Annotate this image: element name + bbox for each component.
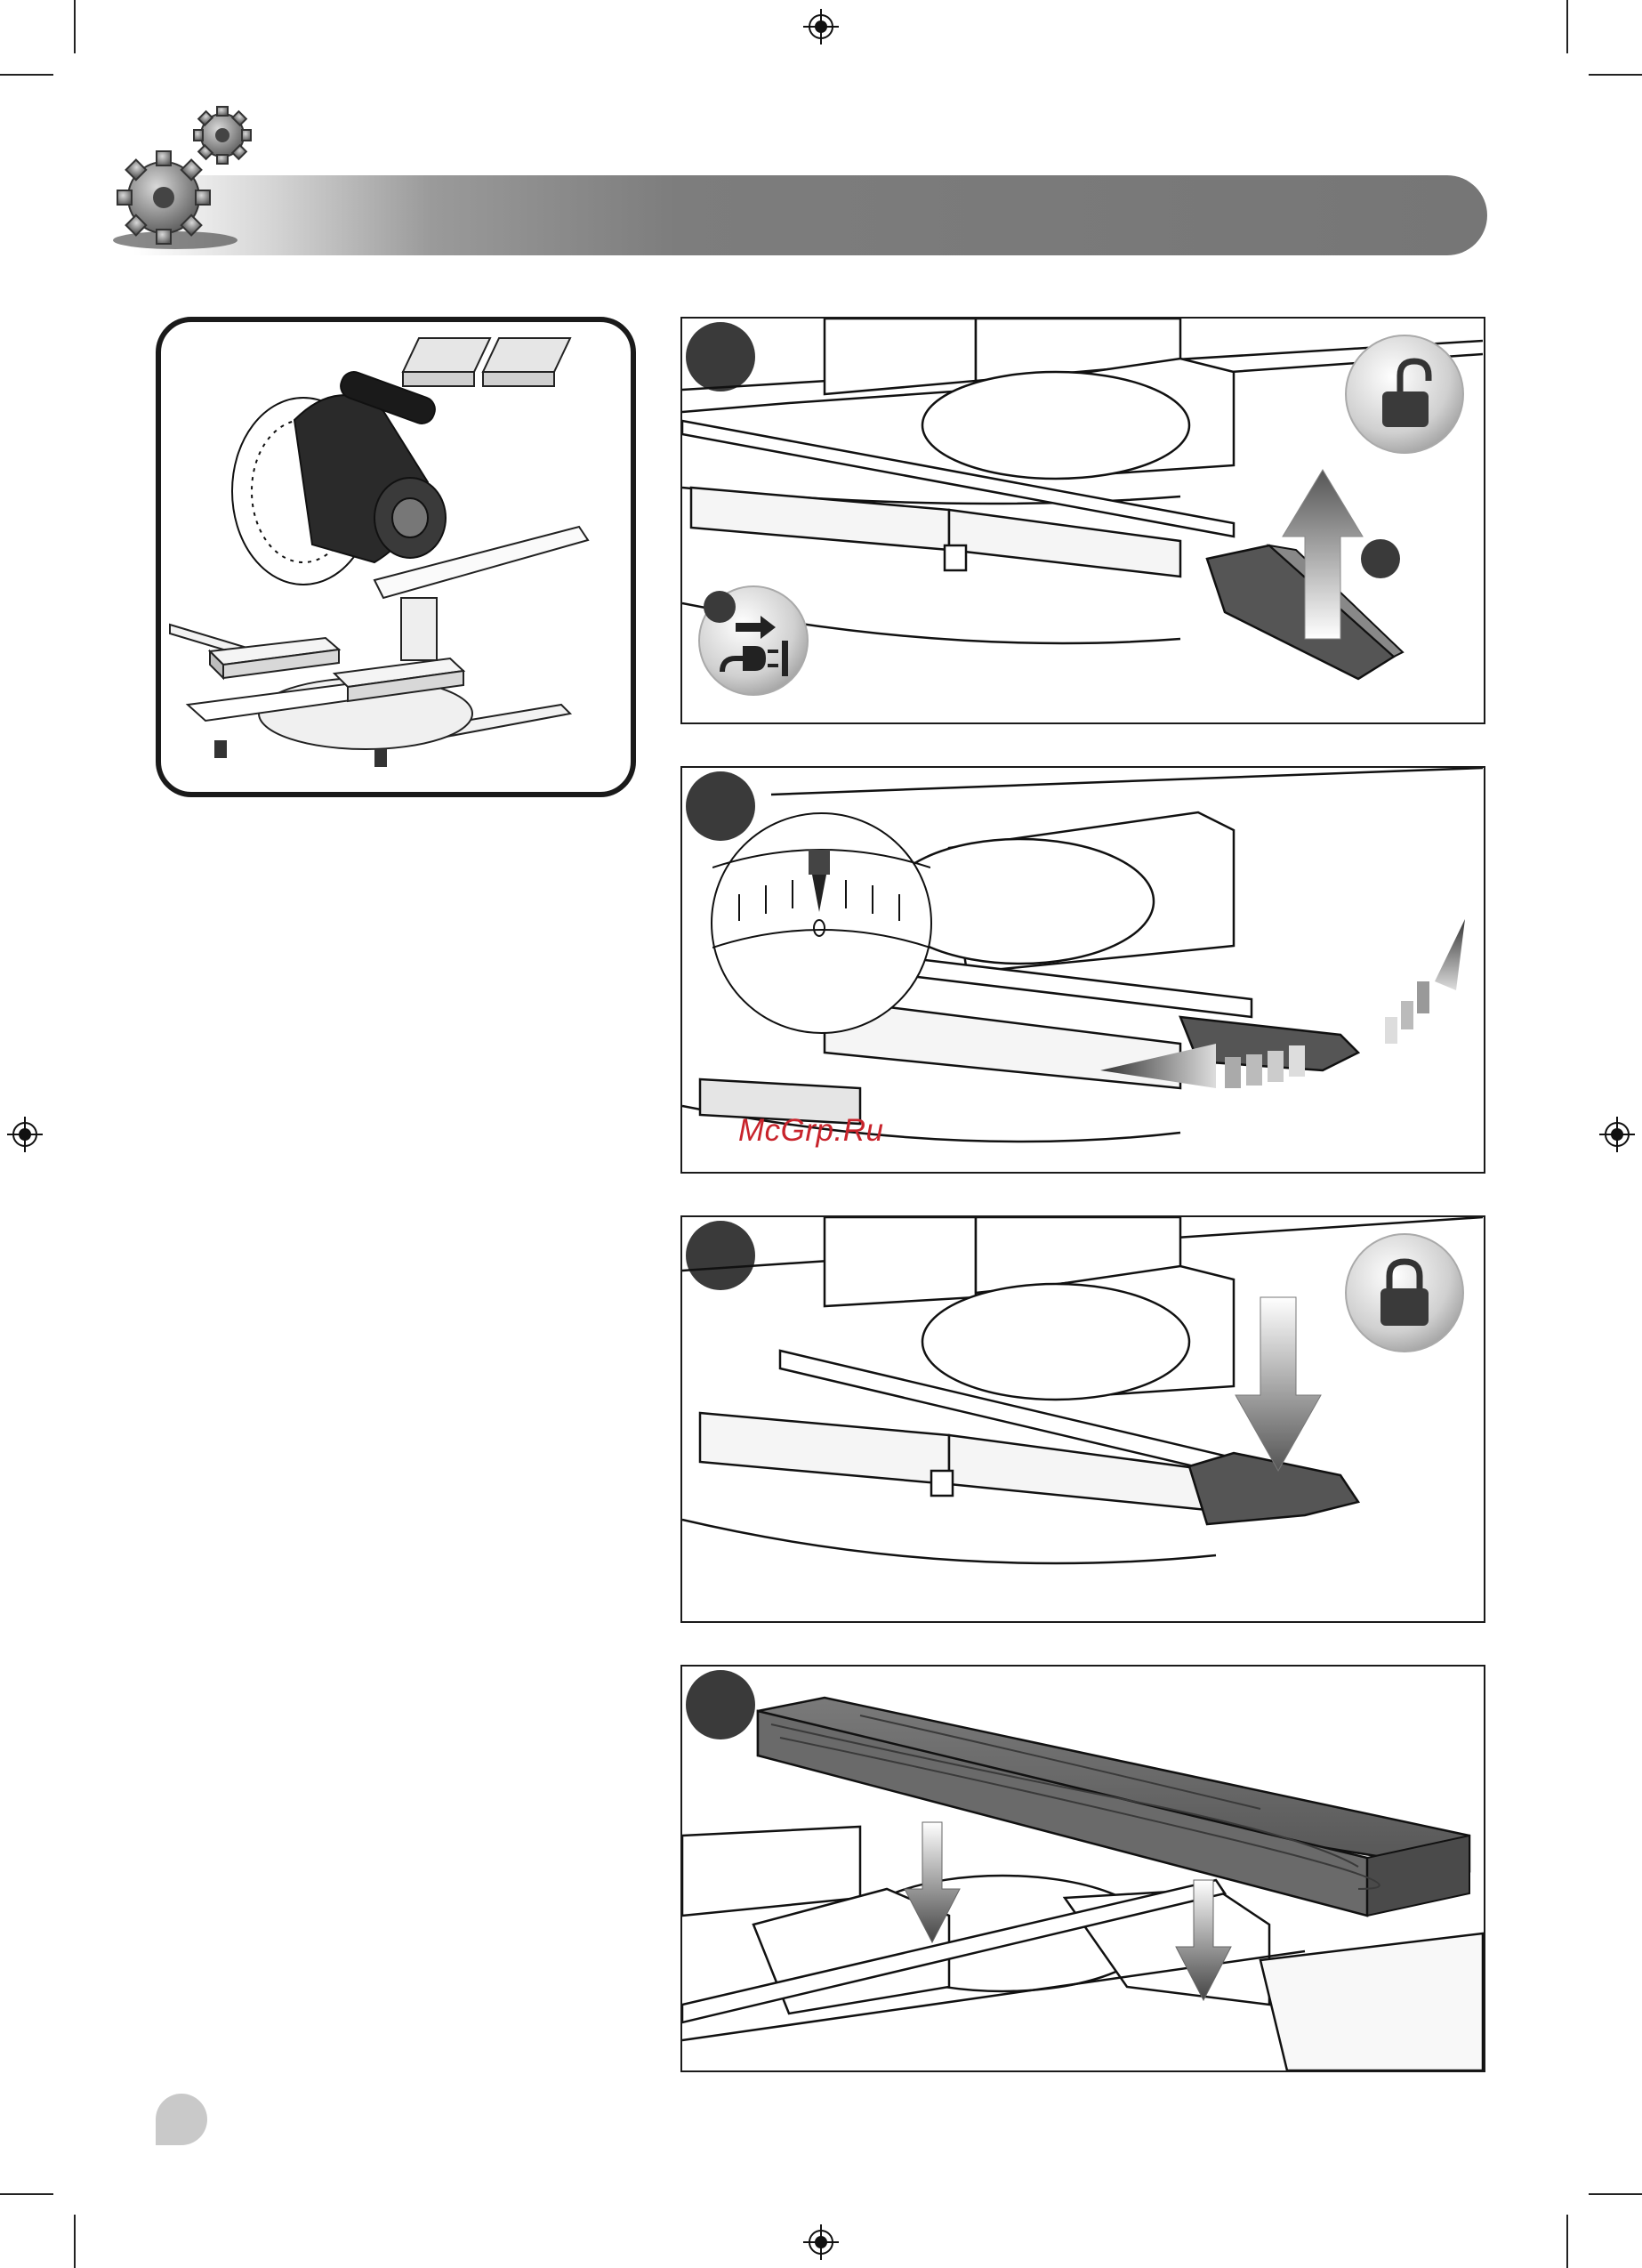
crop-mark xyxy=(1589,74,1642,76)
crop-mark xyxy=(1566,0,1568,53)
crop-mark xyxy=(0,74,53,76)
registration-mark-icon xyxy=(803,2224,839,2260)
unlock-icon xyxy=(1345,335,1464,454)
step-3-panel xyxy=(680,1215,1485,1623)
workpiece-icon xyxy=(758,1698,1469,1916)
arrow-down-icon xyxy=(1236,1297,1321,1471)
workpiece-illustration xyxy=(682,1667,1484,2070)
registration-mark-icon xyxy=(1599,1117,1635,1152)
gears-icon xyxy=(109,98,269,258)
page-number-tab xyxy=(156,2094,207,2145)
registration-mark-icon xyxy=(7,1117,43,1152)
miter-saw-icon xyxy=(161,322,631,792)
angle-scale-icon xyxy=(711,812,932,1034)
step-1-panel xyxy=(680,317,1485,724)
registration-mark-icon xyxy=(803,9,839,44)
step-4-panel xyxy=(680,1665,1485,2072)
crop-mark xyxy=(74,2215,76,2268)
crop-mark xyxy=(0,2193,53,2195)
watermark-text: McGrp.Ru xyxy=(738,1113,883,1149)
overview-illustration xyxy=(156,317,636,797)
crop-mark xyxy=(1589,2193,1642,2195)
section-header-banner xyxy=(133,175,1487,255)
crop-mark xyxy=(1566,2215,1568,2268)
lock-icon xyxy=(1345,1233,1464,1352)
crop-mark xyxy=(74,0,76,53)
unplug-icon xyxy=(698,585,809,696)
